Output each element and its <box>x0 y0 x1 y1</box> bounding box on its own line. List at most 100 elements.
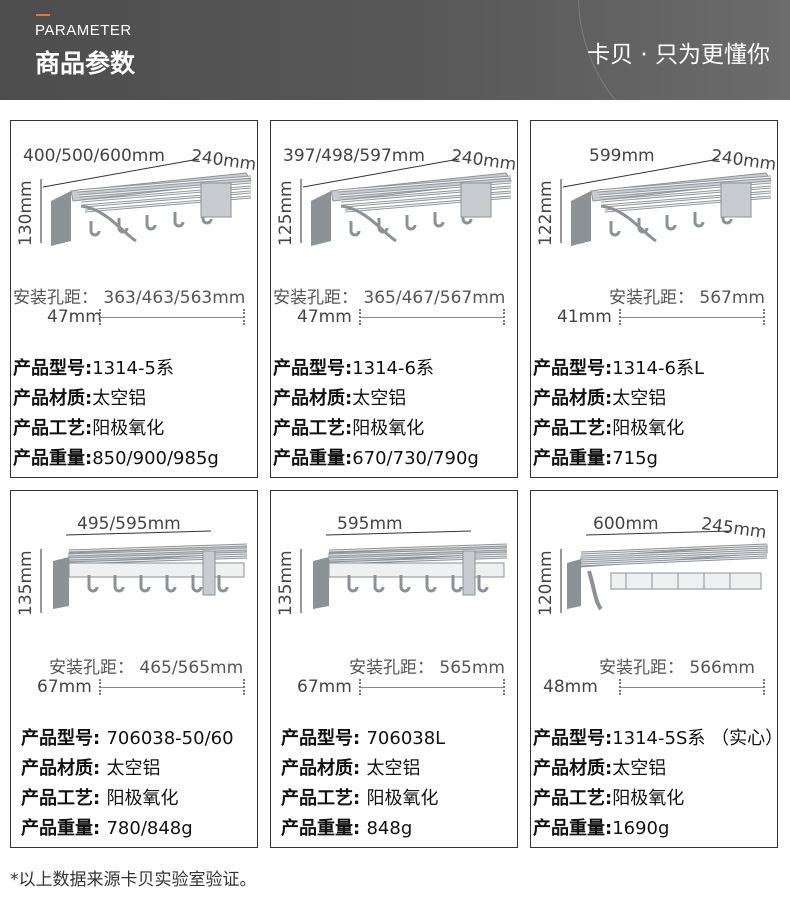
spec-value: 1314-5S系 （实心） <box>612 728 778 749</box>
width-dimension-label: 400/500/600mm <box>23 146 165 166</box>
spec-key: 产品工艺: <box>13 418 93 439</box>
spec-value: 阳极氧化 <box>92 418 165 439</box>
height-dimension-label: 125mm <box>276 180 296 246</box>
hole-distance-line <box>359 309 505 325</box>
spec-key: 产品材质: <box>273 388 353 409</box>
spec-value: 706038-50/60 <box>106 728 234 749</box>
spec-value: 太空铝 <box>612 388 667 409</box>
width-dimension-line <box>42 158 200 188</box>
spec-row-material: 产品材质:太空铝 <box>273 384 479 414</box>
spec-row-process: 产品工艺:阳极氧化 <box>533 784 777 814</box>
title-english: PARAMETER <box>35 22 132 39</box>
hole-distance-label: 安装孔距： 365/467/567mm <box>273 288 506 308</box>
spec-key: 产品重量: <box>533 448 613 469</box>
spec-value: 阳极氧化 <box>366 788 439 809</box>
spec-row-model: 产品型号:1314-6系L <box>533 354 704 384</box>
spec-value: 阳极氧化 <box>612 418 685 439</box>
spec-key: 产品重量: <box>13 448 93 469</box>
width-dimension-line <box>325 530 472 536</box>
spec-key: 产品工艺: <box>273 418 353 439</box>
spec-row-weight: 产品重量: 780/848g <box>21 814 234 844</box>
spec-row-material: 产品材质:太空铝 <box>13 384 219 414</box>
spec-key: 产品工艺: <box>281 788 367 809</box>
depth-dimension-label: 245mm <box>700 514 768 543</box>
footnote: *以上数据来源卡贝实验室验证。 <box>10 870 257 890</box>
spec-value: 太空铝 <box>612 758 667 779</box>
spec-row-process: 产品工艺: 阳极氧化 <box>281 784 445 814</box>
hole-distance-label: 安装孔距： 363/463/563mm <box>13 288 246 308</box>
spec-row-model: 产品型号:1314-5系 <box>13 354 219 384</box>
hole-distance-line <box>99 309 245 325</box>
spec-row-material: 产品材质:太空铝 <box>533 384 704 414</box>
spec-value: 706038L <box>366 728 446 749</box>
spec-row-material: 产品材质: 太空铝 <box>21 754 234 784</box>
spec-key: 产品型号: <box>13 358 93 379</box>
height-dimension-label: 122mm <box>536 180 556 246</box>
spec-row-process: 产品工艺:阳极氧化 <box>533 414 704 444</box>
spec-row-material: 产品材质:太空铝 <box>533 754 777 784</box>
spec-key: 产品重量: <box>273 448 353 469</box>
height-dimension-label: 120mm <box>536 550 556 616</box>
width-dimension-line <box>585 530 732 536</box>
spec-value: 780/848g <box>106 818 193 839</box>
width-dimension-label: 599mm <box>589 146 655 166</box>
width-dimension-line <box>302 158 460 188</box>
spec-key: 产品材质: <box>533 758 613 779</box>
spec-row-weight: 产品重量:1690g <box>533 814 777 844</box>
spec-key: 产品重量: <box>533 818 613 839</box>
spec-key: 产品工艺: <box>21 788 107 809</box>
brand-slogan: 卡贝 · 只为更懂你 <box>587 42 770 68</box>
spec-value: 阳极氧化 <box>612 788 685 809</box>
spec-value: 阳极氧化 <box>352 418 425 439</box>
spec-key: 产品材质: <box>281 758 367 779</box>
spec-value: 太空铝 <box>352 388 407 409</box>
spec-key: 产品工艺: <box>533 788 613 809</box>
spec-row-material: 产品材质: 太空铝 <box>281 754 445 784</box>
spec-key: 产品材质: <box>13 388 93 409</box>
hole-depth-label: 48mm <box>543 677 598 697</box>
spec-key: 产品型号: <box>533 358 613 379</box>
spec-value: 1690g <box>612 818 670 839</box>
hole-depth-label: 67mm <box>297 677 352 697</box>
spec-list: 产品型号:1314-6系产品材质:太空铝产品工艺:阳极氧化产品重量:670/73… <box>273 354 479 474</box>
spec-key: 产品重量: <box>21 818 107 839</box>
hole-depth-label: 47mm <box>47 307 102 327</box>
spec-list: 产品型号:1314-5S系 （实心）产品材质:太空铝产品工艺:阳极氧化产品重量:… <box>533 724 778 844</box>
spec-key: 产品工艺: <box>533 418 613 439</box>
spec-row-process: 产品工艺:阳极氧化 <box>273 414 479 444</box>
spec-row-model: 产品型号: 706038L <box>281 724 445 754</box>
height-dimension-label: 135mm <box>16 550 36 616</box>
width-dimension-label: 495/595mm <box>77 514 181 534</box>
spec-value: 太空铝 <box>92 388 147 409</box>
spec-row-model: 产品型号:1314-6系 <box>273 354 479 384</box>
hole-distance-label: 安装孔距： 565mm <box>349 658 505 678</box>
spec-value: 1314-5系 <box>92 358 174 379</box>
spec-row-weight: 产品重量:670/730/790g <box>273 444 479 474</box>
spec-value: 670/730/790g <box>352 448 479 469</box>
spec-row-process: 产品工艺:阳极氧化 <box>13 414 219 444</box>
width-dimension-line <box>562 158 720 188</box>
towel-rack-illustration: 495/595mm 135mm <box>16 514 248 616</box>
spec-row-weight: 产品重量:715g <box>533 444 704 474</box>
spec-row-process: 产品工艺: 阳极氧化 <box>21 784 234 814</box>
spec-row-model: 产品型号: 706038-50/60 <box>21 724 234 754</box>
spec-value: 848g <box>366 818 413 839</box>
hole-depth-label: 41mm <box>557 307 612 327</box>
hole-distance-label: 安装孔距： 566mm <box>599 658 755 678</box>
spec-key: 产品材质: <box>533 388 613 409</box>
title-chinese: 商品参数 <box>35 49 136 78</box>
spec-row-weight: 产品重量:850/900/985g <box>13 444 219 474</box>
spec-key: 产品型号: <box>281 728 367 749</box>
hole-distance-line <box>99 679 245 695</box>
